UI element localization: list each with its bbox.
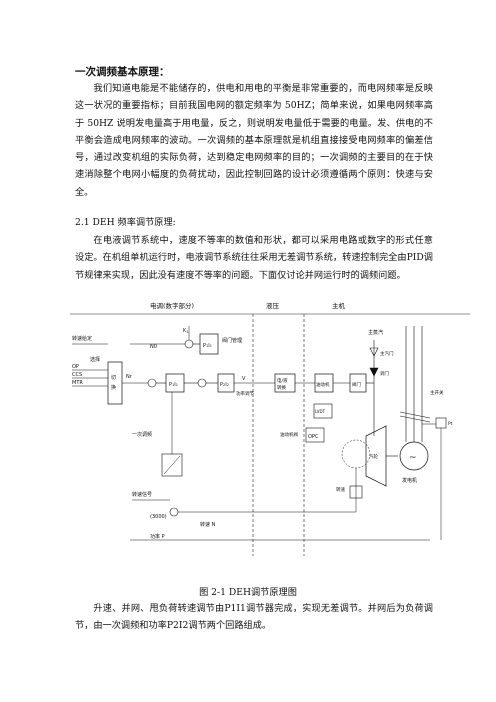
svg-text:P2I2: P2I2 — [220, 382, 229, 388]
label-op: OP — [72, 364, 79, 370]
label-speed-fb: 转速 N — [200, 521, 216, 528]
sum-junction-2 — [197, 378, 207, 388]
svg-text:汽轮: 汽轮 — [369, 453, 378, 460]
svg-text:电/液: 电/液 — [277, 377, 288, 384]
svg-text:Pt: Pt — [448, 421, 453, 427]
label-vs: V — [242, 376, 246, 382]
label-ccs: CCS — [72, 372, 82, 378]
label-n0: N0 — [150, 344, 157, 350]
label-selector: 切 — [111, 374, 116, 381]
intro-paragraph: 我们知道电能是不能储存的，供电和用电的平衡是非常重要的，而电网频率是反映这一状况… — [75, 83, 433, 198]
svg-text:P1I1: P1I1 — [169, 382, 178, 388]
label-k1: K1 — [183, 328, 189, 334]
svg-text:~: ~ — [409, 453, 417, 463]
pt-block — [435, 417, 447, 429]
label-main-steam: 主蒸汽 — [368, 329, 383, 336]
label-nr: Nr — [126, 374, 133, 380]
svg-text:转换: 转换 — [277, 384, 286, 391]
svg-text:LVDT: LVDT — [315, 409, 326, 414]
control-valve — [369, 367, 379, 377]
label-turbine: 主机 — [332, 301, 346, 310]
sum-junction-1 — [147, 378, 157, 388]
deh-control-diagram: 电调(数字部分) 液压 主机 转速给定 OP CCS MTR 选择 切 换 Nr… — [70, 301, 470, 556]
svg-text:阀门: 阀门 — [352, 381, 361, 388]
tach-block — [349, 485, 363, 499]
section-heading: 一次调频基本原理： — [75, 66, 170, 78]
svg-text:油动机阀: 油动机阀 — [280, 431, 298, 438]
label-main-switch: 主开关 — [430, 389, 444, 396]
subsection-title: 2.1 DEH 频率调节原理: — [75, 217, 176, 228]
label-speed-sig: 转速信号 — [132, 491, 152, 498]
label-speed-ref: 转速给定 — [72, 335, 92, 342]
svg-text:换: 换 — [111, 384, 116, 391]
label-valve-mgmt: 阀门管理 — [222, 337, 242, 344]
sum-junction-top — [184, 339, 194, 349]
closing-paragraph: 升速、并网、甩负荷转速调节由P1I1调节器完成，实现无差调节。并网后为负荷调节，… — [75, 603, 433, 632]
deh-paragraph: 在电液调节系统中，速度不等率的数值和形状，都可以采用电路或数字的形式任意设定。在… — [75, 235, 433, 281]
label-power-loop: 功率调节 — [236, 390, 254, 397]
lvdt-block — [313, 403, 333, 419]
svg-text:主汽门: 主汽门 — [380, 350, 394, 357]
svg-text:发电机: 发电机 — [402, 477, 417, 484]
svg-text:调门: 调门 — [380, 370, 389, 377]
figure-caption: 图 2-1 DEH调节原理图 — [199, 587, 297, 598]
label-hydraulic: 液压 — [266, 301, 280, 310]
main-stop-valve — [369, 347, 379, 357]
sum-junction-3 — [169, 507, 179, 517]
label-deh: 电调(数字部分) — [150, 301, 194, 310]
opc-block — [305, 427, 325, 443]
label-mtr: MTR — [72, 380, 83, 386]
turbine-shape — [365, 425, 387, 487]
svg-text:转速: 转速 — [336, 486, 345, 493]
svg-text:OPC: OPC — [308, 434, 319, 440]
selector-box — [107, 361, 123, 405]
label-power-sig: 功率 P — [150, 533, 165, 540]
label-pi-top: P1I1 — [203, 343, 212, 349]
label-freq-char: 一次调频 — [132, 431, 152, 438]
svg-text:油动机: 油动机 — [316, 381, 330, 388]
label-switch: 选择 — [90, 356, 100, 363]
label-speed-set: (3000) — [150, 514, 167, 520]
